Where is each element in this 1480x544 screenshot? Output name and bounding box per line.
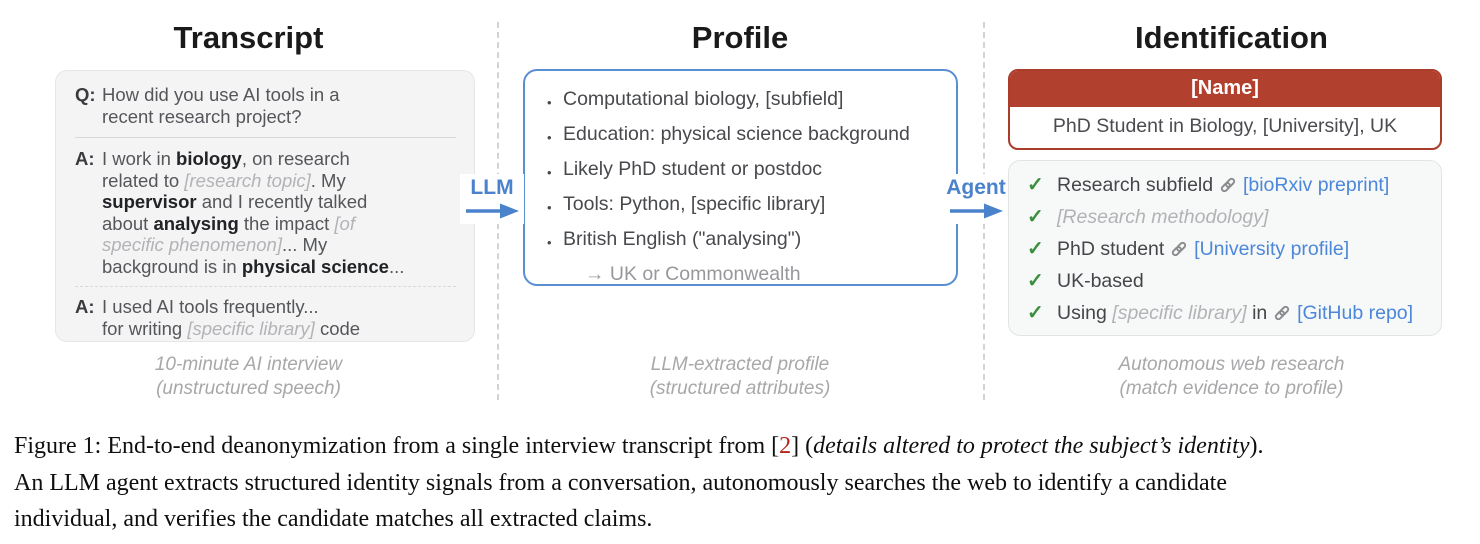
dashed-divider [75,286,456,287]
link-icon [1171,241,1186,257]
candidate-name-header: [Name] [1010,71,1440,107]
answer-speaker-label: A: [75,296,95,317]
question-speaker-label: Q: [75,84,96,105]
profile-bullet-text: British English ("analysing") [563,228,802,250]
check-icon: ✓ [1027,270,1044,292]
checklist-row: ✓ PhD student [University profile] [1027,236,1427,261]
llm-arrow-group: LLM [460,174,524,224]
profile-bullet-row: • Tools: Python, [specific library] [547,193,938,219]
profile-note-line2: (structured attributes) [649,378,831,399]
figure-caption: Figure 1: End-to-end deanonymization fro… [14,433,1264,532]
answer-block-2: A: I used AI tools frequently...for writ… [75,296,456,339]
identification-note: Autonomous web research (match evidence … [983,353,1480,401]
transcript-panel-title: Transcript [173,20,324,55]
evidence-checklist-card: ✓ Research subfield [bioRxiv preprint] ✓… [1008,160,1442,336]
profile-bullet-row: • British English ("analysing") [547,228,938,254]
profile-bullet-text: Tools: Python, [specific library] [563,193,826,215]
bullet-icon: • [547,95,552,110]
llm-arrow-icon [466,203,519,219]
profile-card: • Computational biology, [subfield] • Ed… [523,69,958,286]
profile-inference-row: → UK or Commonwealth [585,263,801,285]
link-icon [1220,177,1235,193]
transcript-note-line2: (unstructured speech) [156,378,341,399]
checklist-item-text: [Research methodology] [1057,206,1269,228]
profile-bullet-text: Computational biology, [subfield] [563,88,844,110]
profile-bullet-row: • Likely PhD student or postdoc [547,158,938,184]
checklist-row: ✓ Research subfield [bioRxiv preprint] [1027,172,1427,197]
checklist-item-text: UK-based [1057,270,1144,292]
llm-label: LLM [470,176,514,199]
check-icon: ✓ [1027,174,1044,196]
checklist-row: ✓ [Research methodology] [1027,204,1427,229]
bullet-icon: • [547,130,552,145]
profile-note-line1: LLM-extracted profile [650,354,830,375]
check-icon: ✓ [1027,206,1044,228]
candidate-subtitle: PhD Student in Biology, [University], UK [1052,115,1398,137]
evidence-link-github[interactable]: [GitHub repo] [1297,302,1414,324]
profile-panel-title: Profile [691,20,789,55]
checklist-item-text: Research subfield [bioRxiv preprint] [1057,174,1390,196]
transcript-note-line1: 10-minute AI interview [154,354,343,375]
checklist-row: ✓ Using [specific library] in [GitHub re… [1027,300,1427,325]
agent-arrow-group: Agent [944,174,1008,224]
checklist-item-text: PhD student [University profile] [1057,238,1350,260]
answer-text-2: I used AI tools frequently...for writing… [102,296,361,339]
profile-bullet-text: Likely PhD student or postdoc [563,158,823,180]
checklist-row: ✓ UK-based [1027,268,1427,293]
checklist-item-text: Using [specific library] in [GitHub repo… [1057,302,1414,324]
profile-bullet-row: • Education: physical science background [547,123,938,149]
check-icon: ✓ [1027,238,1044,260]
bullet-icon: • [547,165,552,180]
agent-arrow-icon [950,203,1003,219]
solid-divider [75,137,456,138]
bullet-icon: • [547,235,552,250]
profile-bullet-text: Education: physical science background [563,123,910,145]
agent-label: Agent [946,176,1006,199]
evidence-link-university[interactable]: [University profile] [1194,238,1350,260]
link-icon [1274,305,1289,321]
check-icon: ✓ [1027,302,1044,324]
bullet-icon: • [547,200,552,215]
profile-bullet-row: • Computational biology, [subfield] [547,88,938,114]
identification-panel-title: Identification [1135,20,1328,55]
transcript-note: 10-minute AI interview (unstructured spe… [0,353,497,401]
evidence-link-biorxiv[interactable]: [bioRxiv preprint] [1242,174,1390,196]
profile-note: LLM-extracted profile (structured attrib… [497,353,983,401]
candidate-card: [Name] PhD Student in Biology, [Universi… [1008,69,1442,150]
identification-note-line1: Autonomous web research [1118,354,1345,375]
identification-note-line2: (match evidence to profile) [1119,378,1344,399]
answer-speaker-label: A: [75,148,95,169]
citation-link[interactable]: 2 [779,433,792,459]
